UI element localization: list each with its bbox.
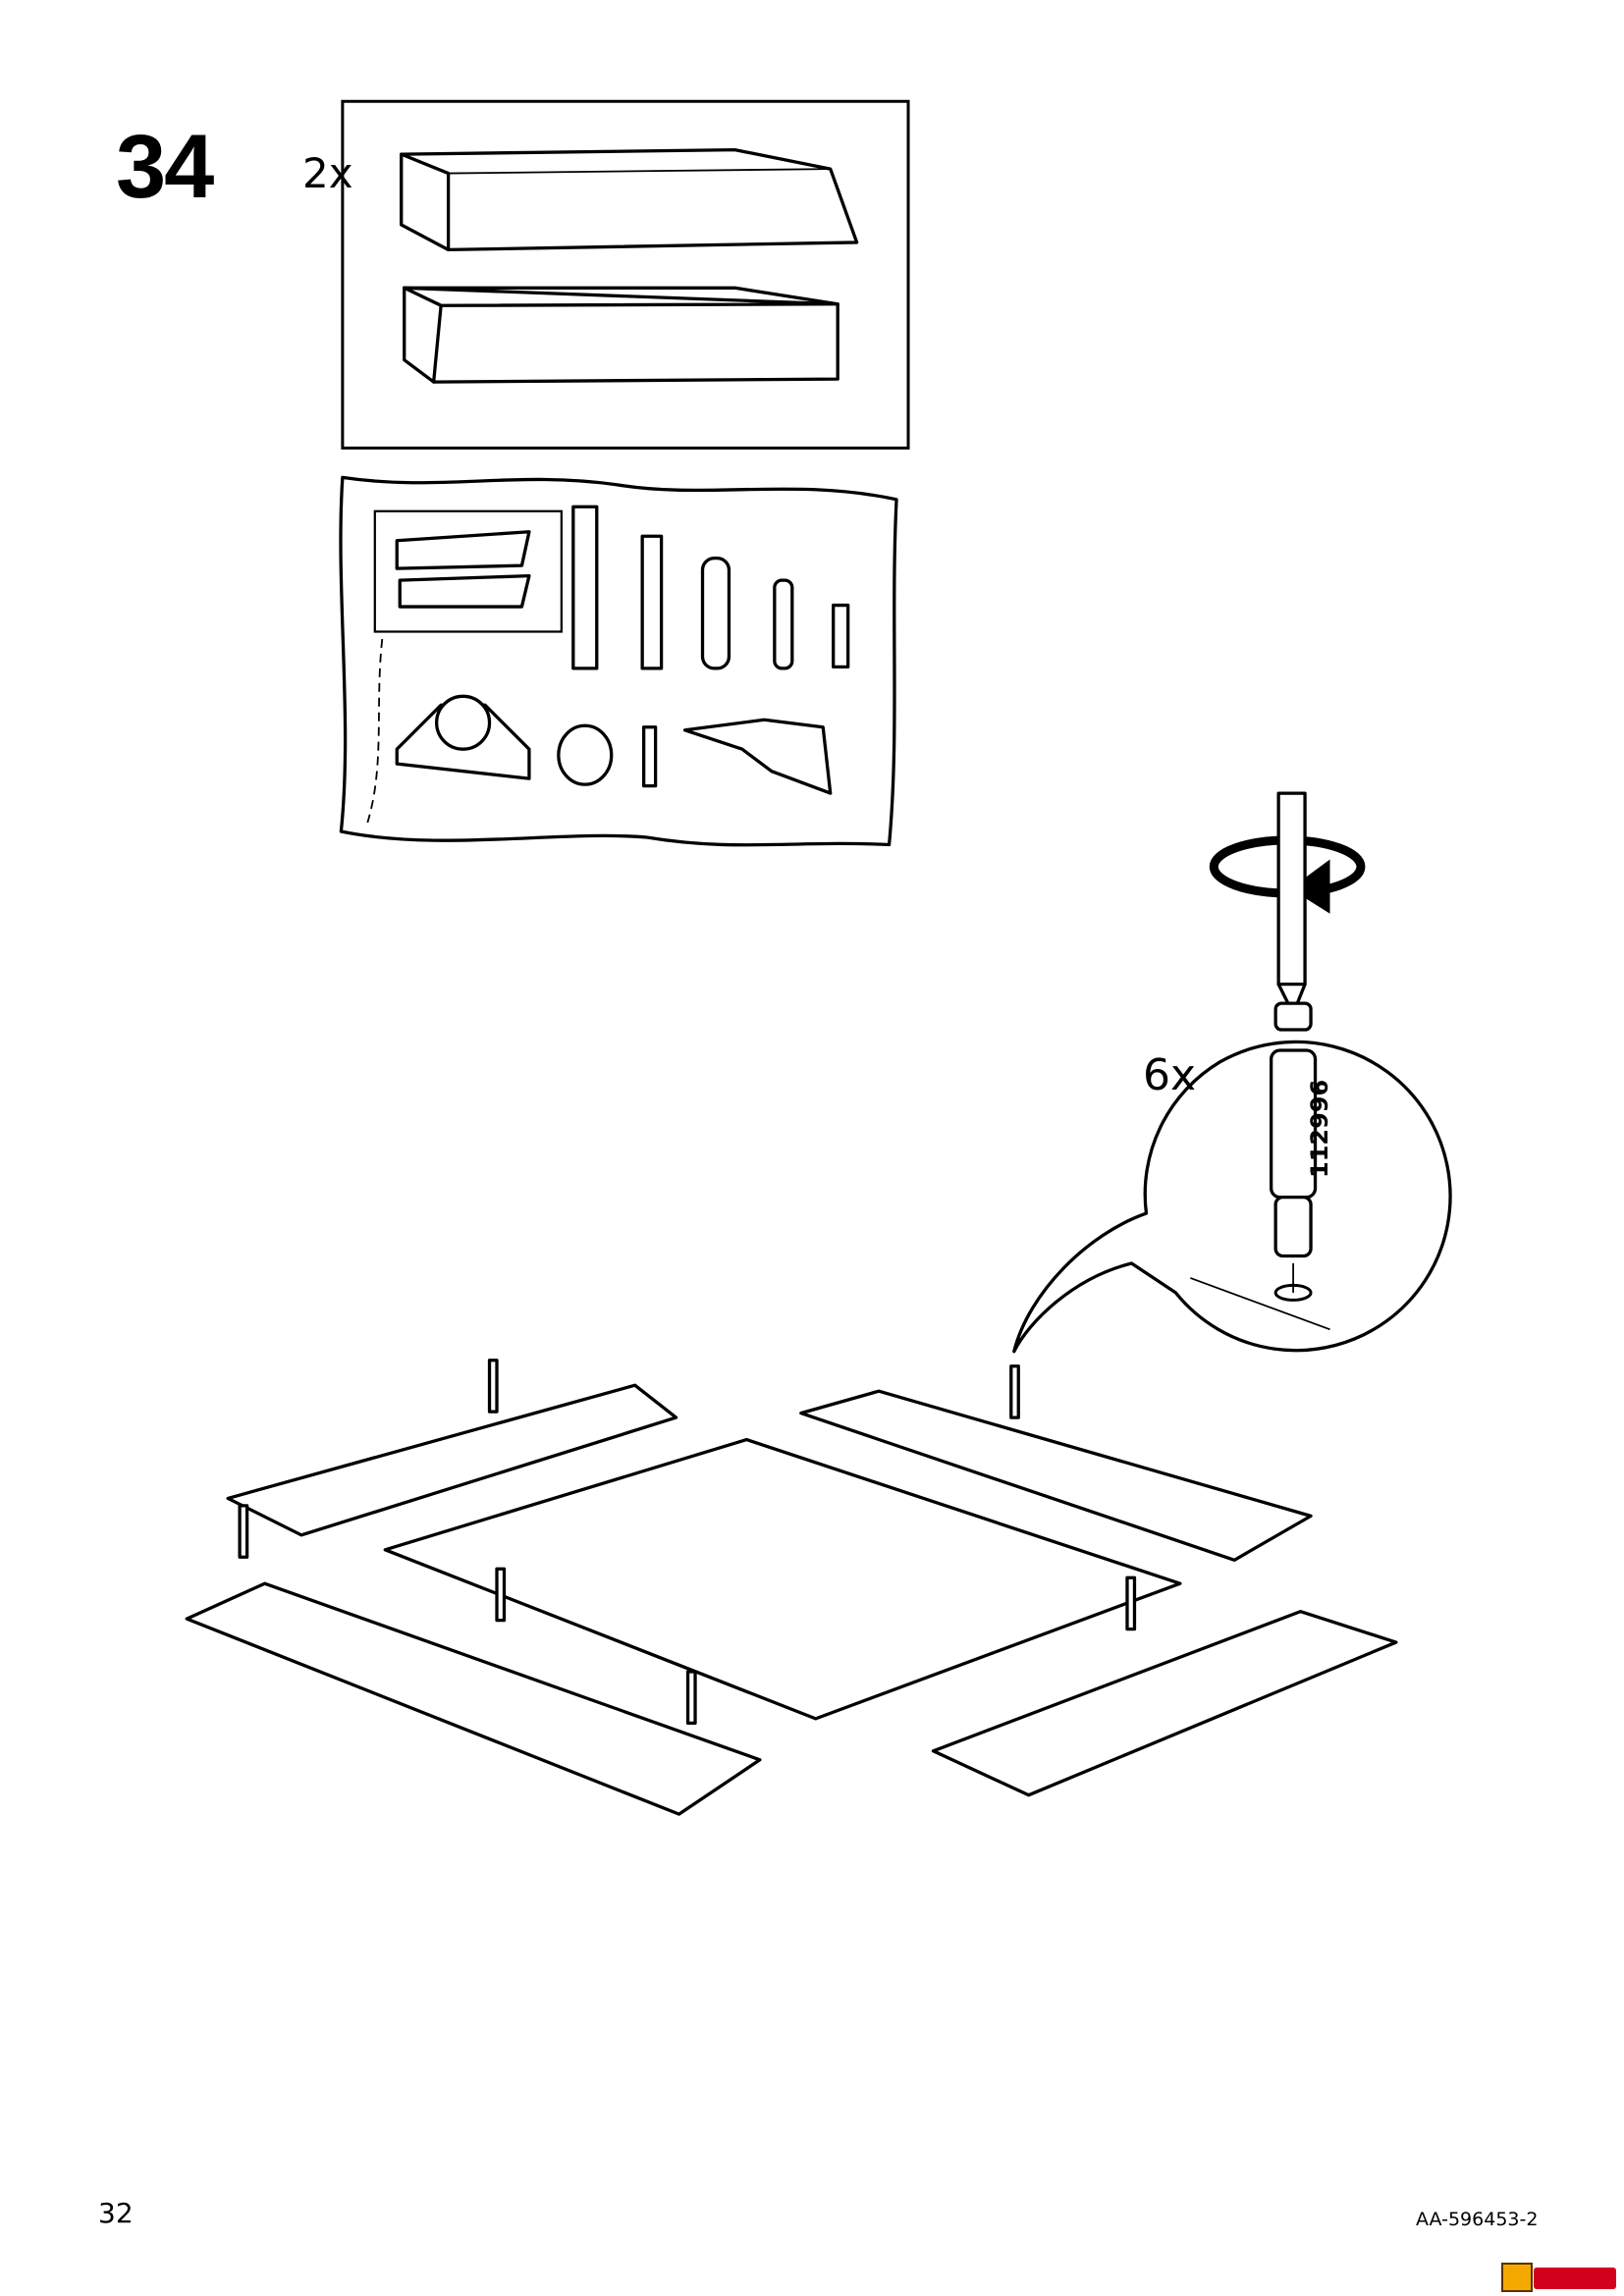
drawer-quantity: 2x	[302, 149, 353, 197]
dowels	[238, 1359, 1137, 1726]
dowel-quantity: 6x	[1143, 1050, 1197, 1100]
panels	[185, 1359, 1398, 1816]
step-number: 34	[116, 117, 214, 217]
document-id: AA-596453-2	[1416, 2209, 1539, 2230]
screwdriver	[1209, 791, 1366, 1016]
drawer-parts-box	[341, 99, 910, 450]
part-number: 112996	[1306, 1079, 1333, 1178]
hardware-sheet	[339, 475, 898, 847]
watermark-logo	[1501, 2263, 1616, 2292]
page-number: 32	[98, 2197, 134, 2229]
detail-callout	[1012, 1001, 1452, 1354]
